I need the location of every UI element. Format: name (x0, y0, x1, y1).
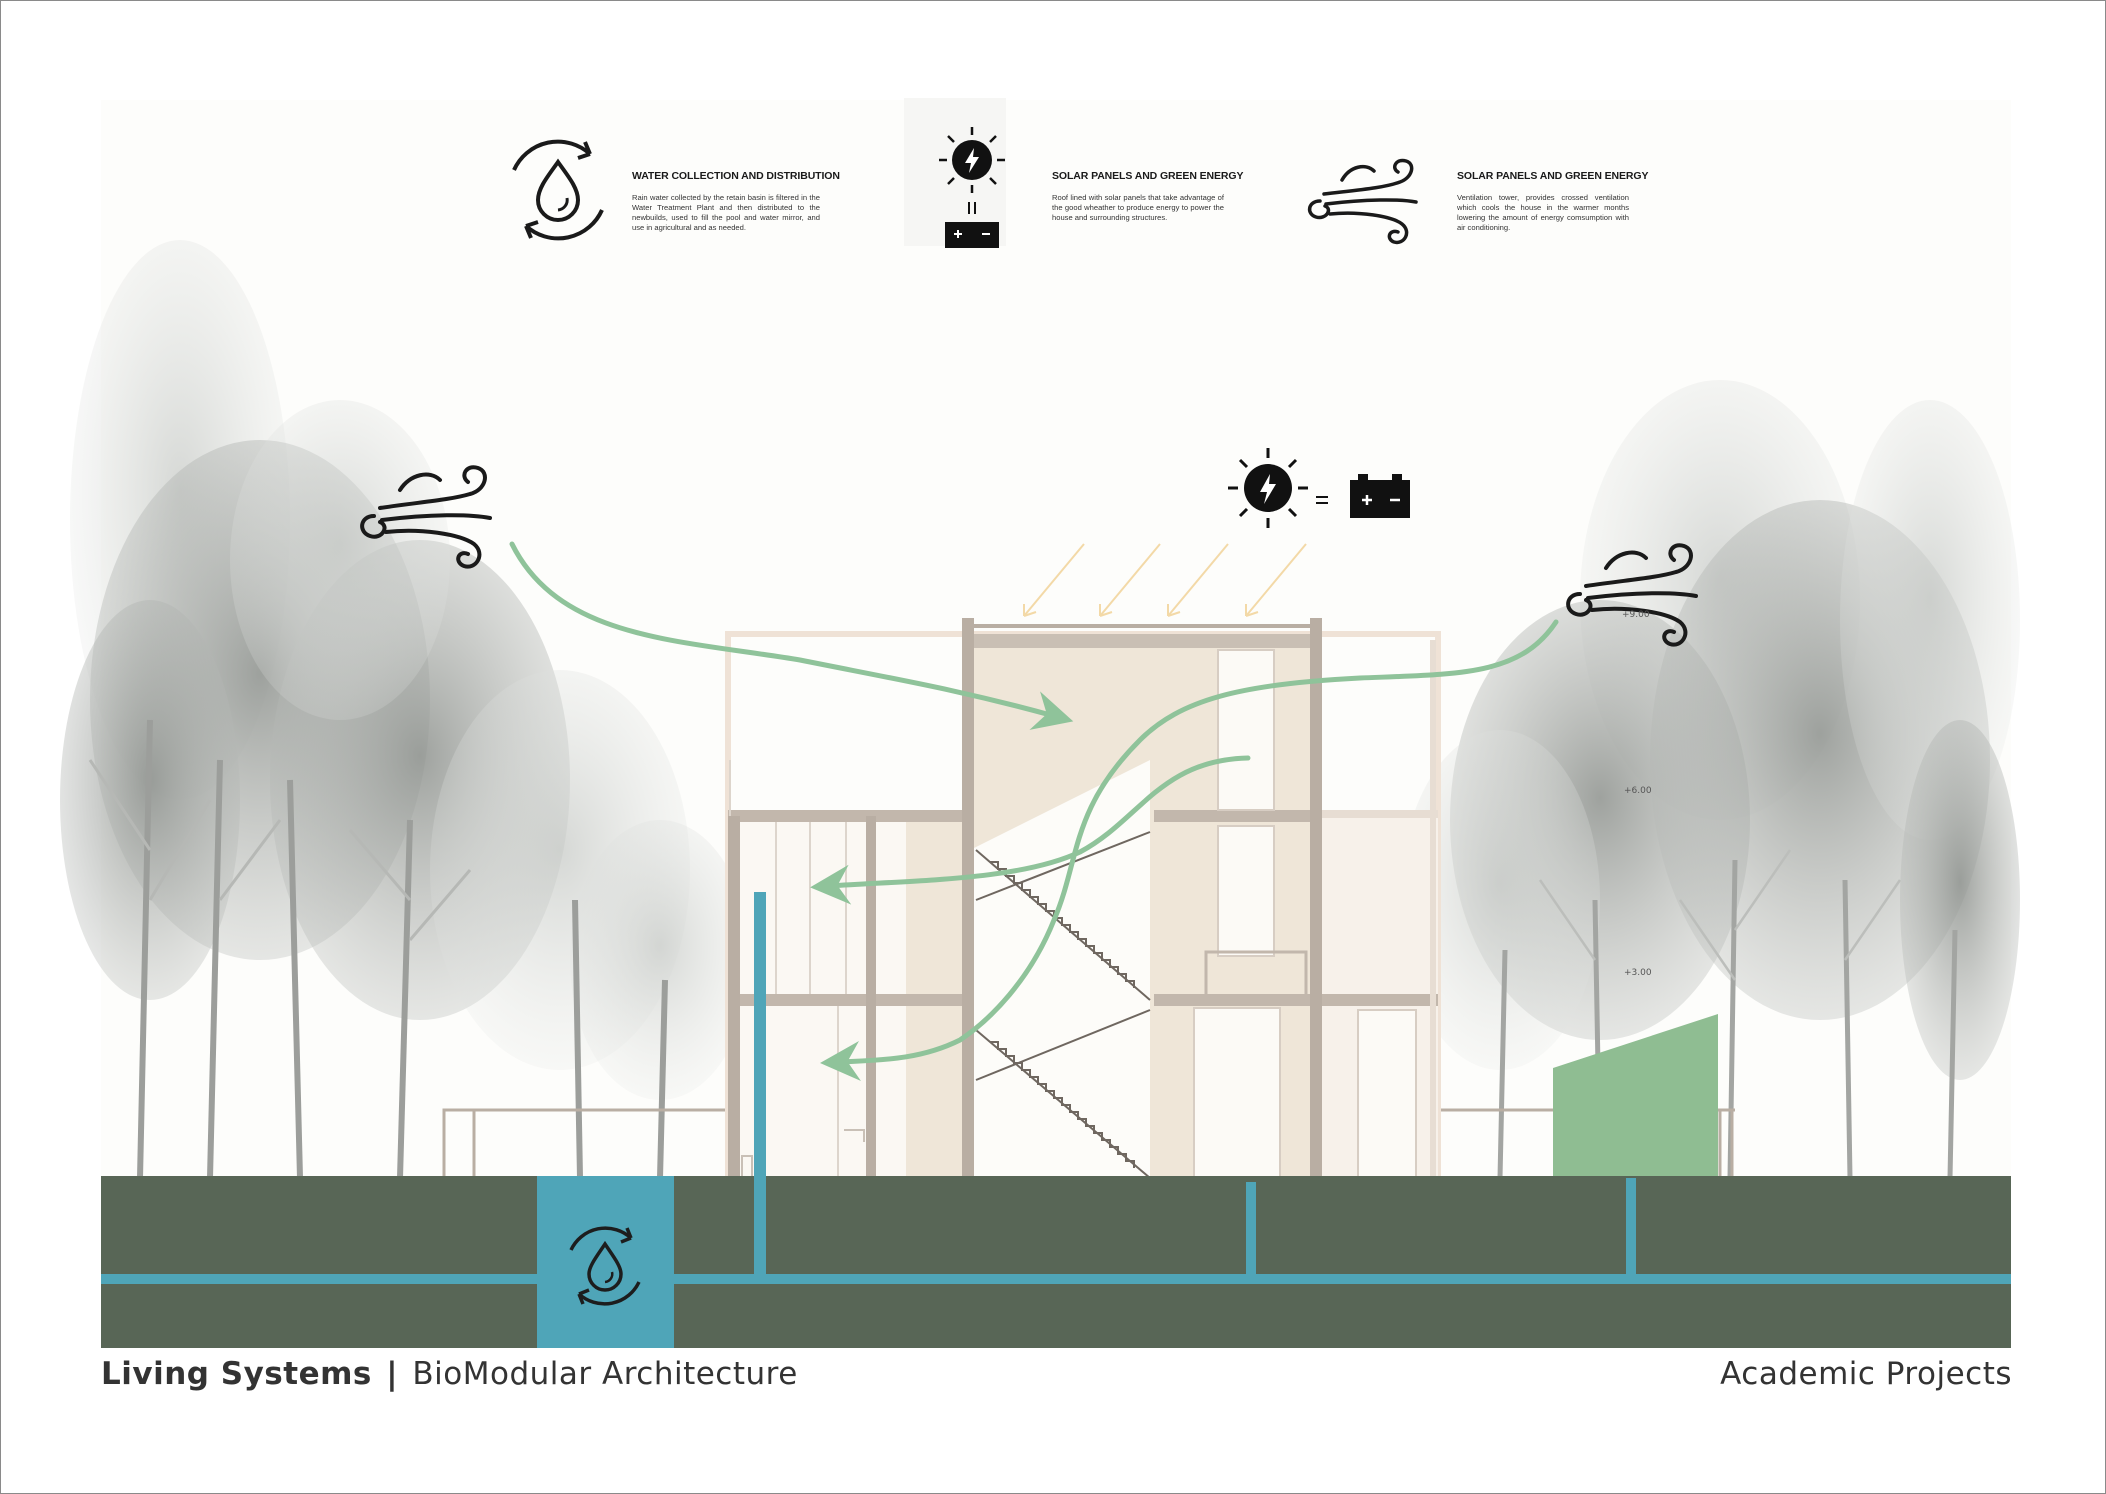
building-section (725, 618, 1442, 1190)
legend-water: WATER COLLECTION AND DISTRIBUTION Rain w… (632, 170, 840, 233)
level-marker-first: +3.00 (1624, 968, 1652, 978)
sun-rays (1023, 543, 1307, 617)
water-cycle-icon (512, 139, 604, 241)
solar-legend-tile (904, 98, 1006, 246)
legend-description: Ventilation tower, provides crossed vent… (1457, 193, 1629, 232)
project-subtitle: BioModular Architecture (412, 1356, 798, 1392)
level-marker-second: +6.00 (1624, 786, 1652, 796)
wind-icon (1307, 158, 1418, 245)
battery-icon (945, 222, 999, 248)
ground (101, 1176, 2011, 1348)
legend-title: WATER COLLECTION AND DISTRIBUTION (632, 170, 840, 182)
water-treatment-tank (537, 1176, 674, 1348)
battery-icon (1350, 474, 1410, 518)
exchange-arrows-icon (1316, 496, 1328, 504)
sun-icon (939, 127, 1005, 193)
legend-title: SOLAR PANELS AND GREEN ENERGY (1052, 170, 1244, 182)
project-name: Living Systems (101, 1356, 372, 1392)
water-cycle-icon (569, 1226, 641, 1306)
footer-title: Living Systems | BioModular Architecture (101, 1356, 798, 1392)
sun-icon (1228, 448, 1308, 528)
legend-description: Roof lined with solar panels that take a… (1052, 193, 1224, 222)
legend-title: SOLAR PANELS AND GREEN ENERGY (1457, 170, 1649, 182)
exchange-arrows-icon (968, 202, 976, 214)
legend-description: Rain water collected by the retain basin… (632, 193, 820, 232)
wind-icon (1566, 543, 1698, 647)
airflow-arrows (509, 541, 1559, 1081)
level-marker-roof: +9.00 (1622, 610, 1650, 620)
wind-icon (360, 465, 492, 569)
legend-wind: SOLAR PANELS AND GREEN ENERGY Ventilatio… (1457, 170, 1649, 233)
footer-category: Academic Projects (1720, 1356, 2012, 1392)
title-separator: | (386, 1356, 399, 1392)
staircase (975, 831, 1151, 1179)
water-network (101, 892, 2011, 1348)
legend-solar: SOLAR PANELS AND GREEN ENERGY Roof lined… (1052, 170, 1244, 223)
greenhouse (1553, 1014, 1718, 1178)
left-trees (60, 240, 750, 1179)
right-trees (1400, 380, 2020, 1179)
